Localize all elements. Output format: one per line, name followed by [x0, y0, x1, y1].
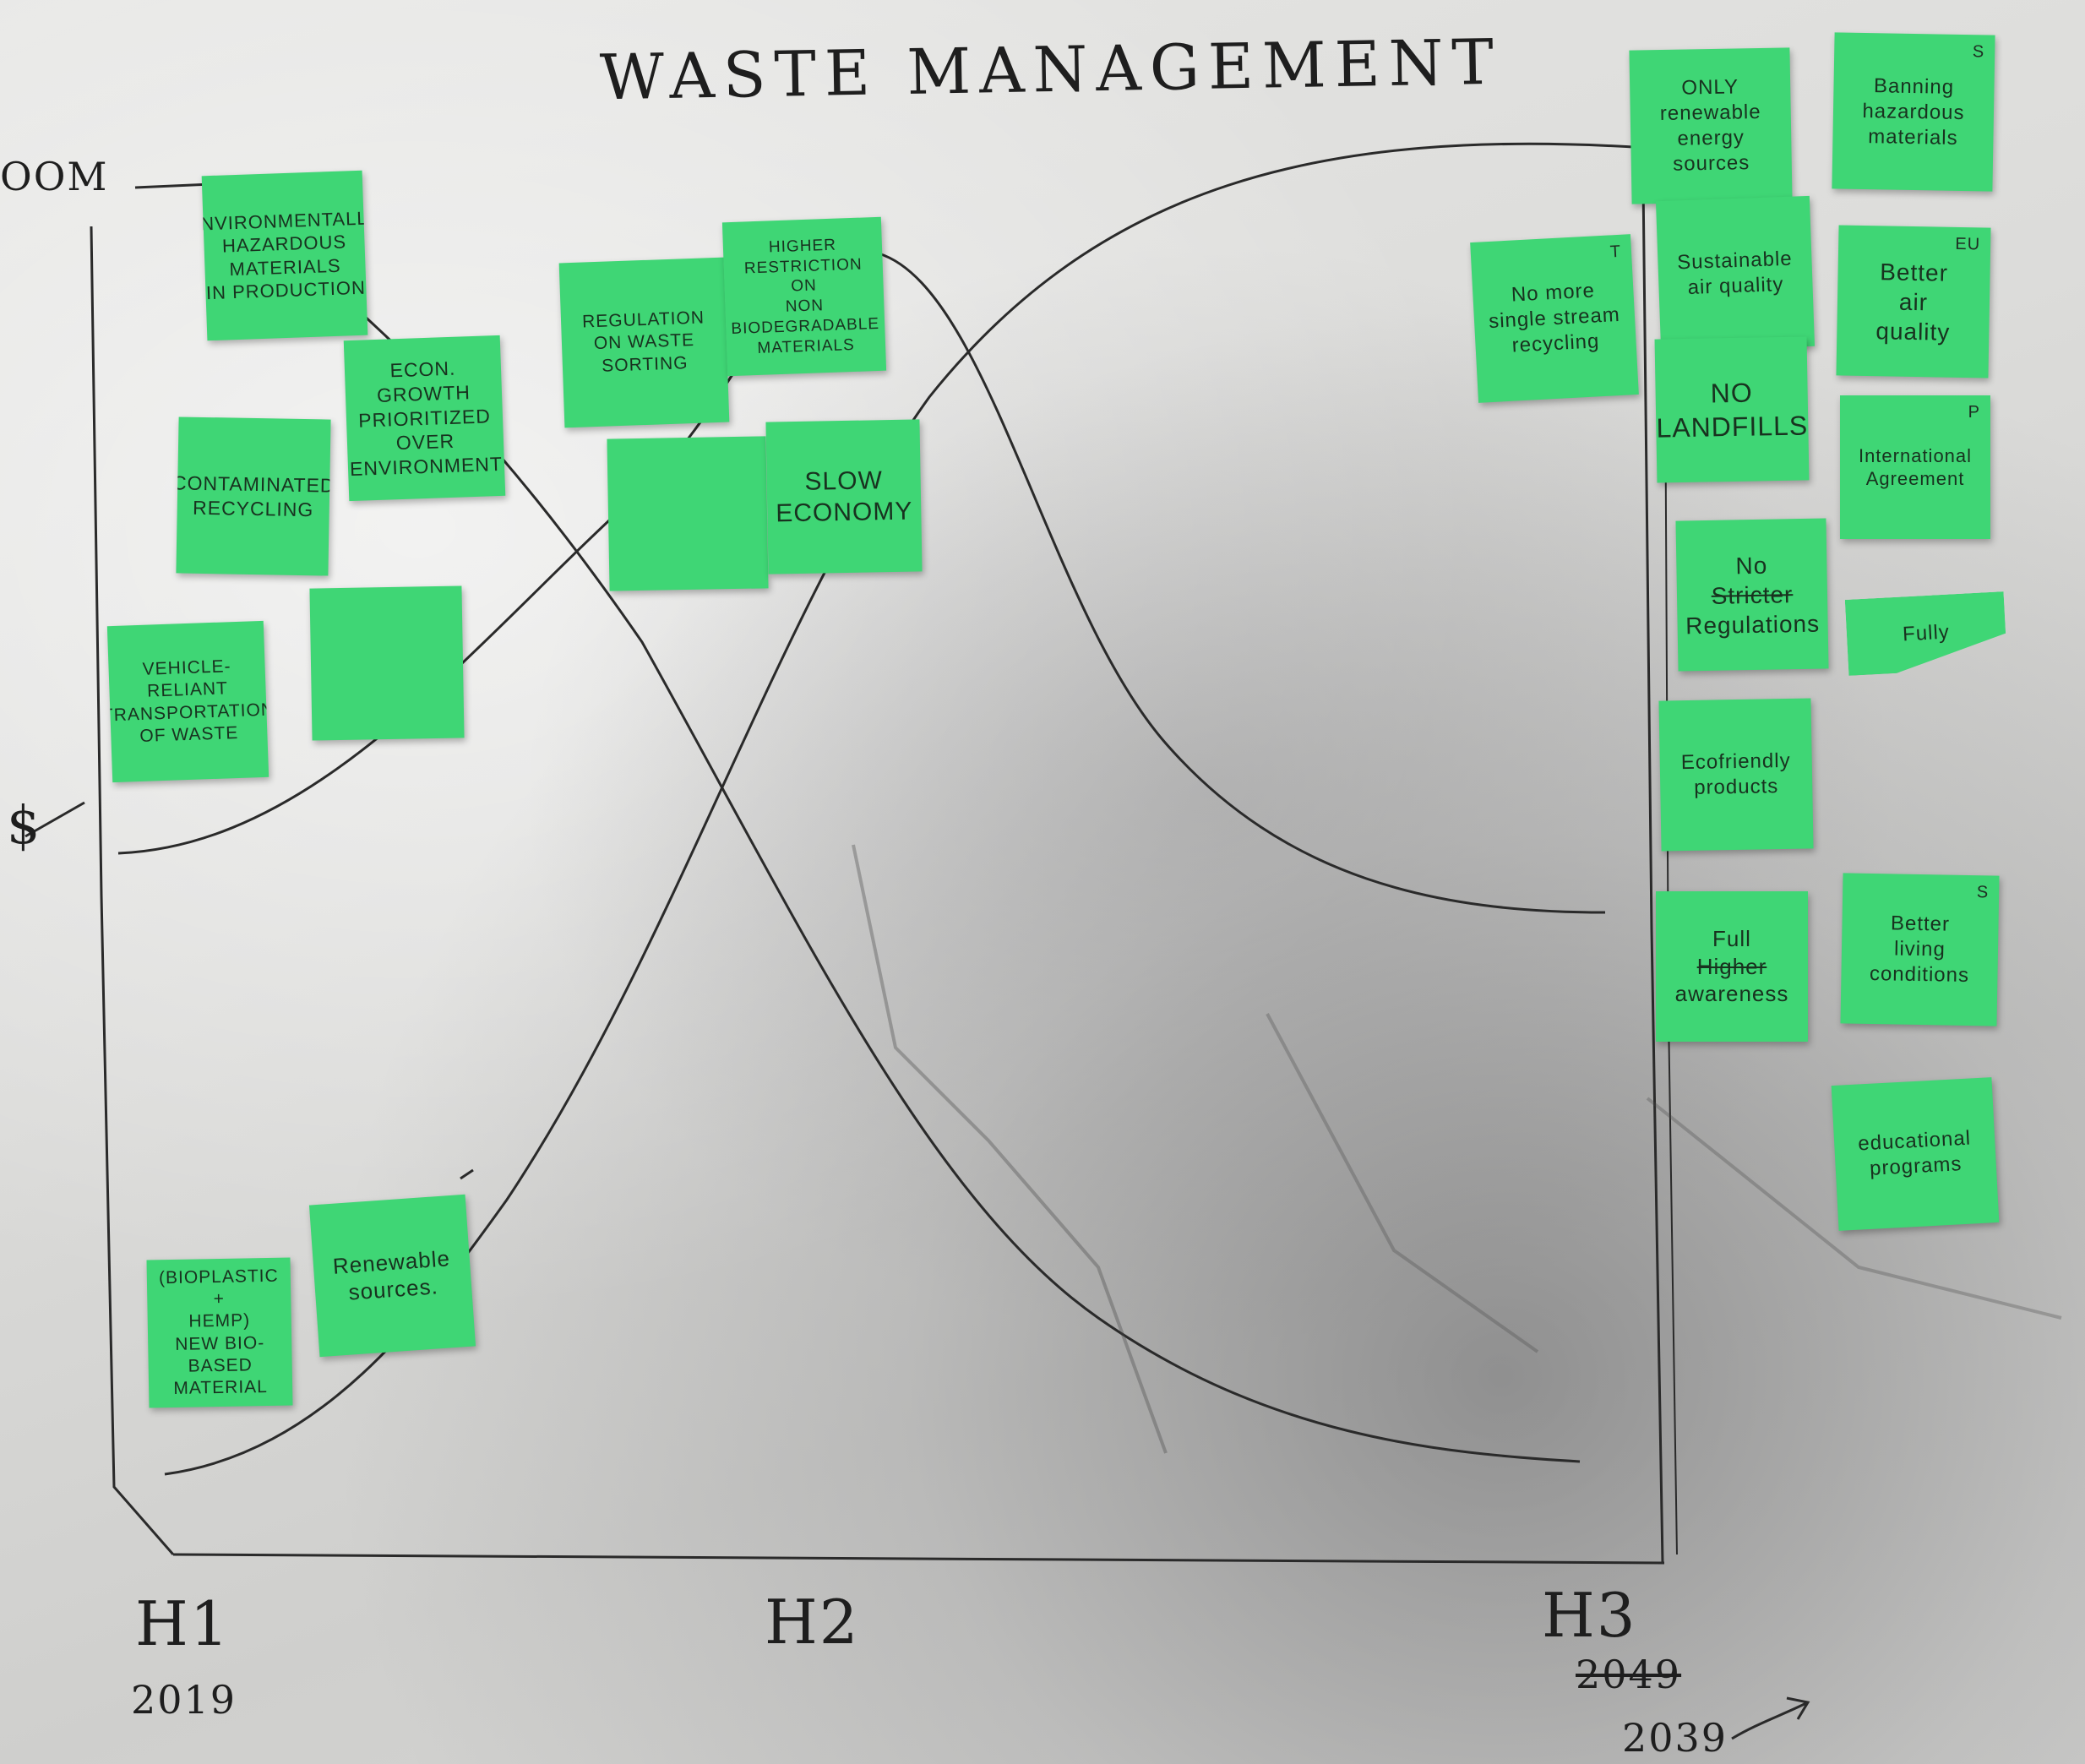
sticky-note-text: No more single stream recycling: [1488, 279, 1621, 357]
paper-crease: [1266, 1013, 1539, 1353]
sticky-corner-mark: S: [1976, 883, 1990, 902]
horizon-1-label: H1: [135, 1588, 231, 1659]
frame-right-axis: [1641, 181, 1664, 1564]
sticky-note: VEHICLE- RELIANT TRANSPORTATION OF WASTE: [106, 620, 269, 783]
sticky-corner-mark: P: [1968, 403, 1980, 422]
sticky-note: Renewable sources.: [308, 1194, 476, 1358]
sticky-note-blank: [607, 436, 769, 591]
paper-crease: [852, 844, 1168, 1454]
sticky-note-blank: [309, 585, 465, 741]
sticky-note-text: No: [1735, 552, 1768, 579]
sticky-note: CONTAMINATED RECYCLING: [176, 416, 331, 576]
frame-left-axis: [90, 226, 175, 1555]
sticky-note: (BIOPLASTIC + HEMP) NEW BIO-BASED MATERI…: [146, 1257, 293, 1408]
horizon-2-label: H2: [765, 1587, 860, 1658]
sticky-note-text: Full: [1712, 926, 1751, 952]
frame-bottom-axis: [172, 1553, 1665, 1565]
sticky-note: No Stricter Regulations: [1675, 518, 1829, 672]
y-axis-top-label: OOM: [0, 154, 109, 199]
sticky-note: educational programs: [1831, 1077, 2000, 1231]
sticky-note: ONLY renewable energy sources: [1629, 47, 1793, 204]
horizon-3-label: H3: [1542, 1580, 1637, 1651]
sticky-note: Banning hazardous materials S: [1832, 32, 1995, 192]
sticky-note-text: International Agreement: [1858, 444, 1973, 490]
sticky-note: Ecofriendly products: [1658, 698, 1814, 852]
sticky-note: NO LANDFILLS: [1654, 336, 1810, 483]
end-year-crossed-label: 2049: [1576, 1652, 1682, 1697]
sticky-note-text: Banning hazardous materials: [1862, 74, 1965, 150]
sticky-note: International Agreement P: [1840, 395, 1990, 539]
sticky-note-text: Better air quality: [1875, 258, 1951, 346]
sticky-note: Full Higher awareness: [1656, 891, 1808, 1042]
y-mid-tick: [24, 801, 85, 838]
paper-crease: [1646, 1097, 2062, 1320]
sticky-note: Sustainable air quality: [1655, 195, 1816, 352]
sticky-note-text: Regulations: [1685, 610, 1821, 639]
sticky-corner-mark: T: [1609, 242, 1622, 262]
sticky-note-struck-text: Higher: [1696, 953, 1767, 979]
sticky-note-text: Better living conditions: [1869, 912, 1970, 988]
sticky-note: ENVIRONMENTALLY HAZARDOUS MATERIALS IN P…: [201, 170, 368, 341]
end-year-label: 2039: [1622, 1715, 1728, 1761]
sticky-note: SLOW ECONOMY: [765, 419, 923, 574]
sticky-corner-mark: EU: [1955, 234, 1981, 254]
end-arrow: [1731, 1696, 1810, 1740]
y-axis-money-label: $: [7, 794, 42, 856]
sticky-note-text: awareness: [1674, 981, 1789, 1007]
sticky-note: No more single stream recycling T: [1470, 234, 1639, 403]
y-top-tick: [134, 182, 212, 189]
start-year-label: 2019: [131, 1677, 237, 1723]
extra-stroke: [460, 1168, 474, 1180]
sticky-corner-mark: S: [1972, 42, 1985, 62]
sticky-note: HIGHER RESTRICTION ON NON BIODEGRADABLE …: [721, 216, 887, 377]
sticky-note: REGULATION ON WASTE SORTING: [558, 257, 730, 428]
sticky-note: Better living conditions S: [1840, 873, 2000, 1026]
sticky-note: ECON. GROWTH PRIORITIZED OVER ENVIRONMEN…: [343, 335, 506, 502]
sticky-note-struck-text: Stricter: [1711, 580, 1794, 609]
sticky-note: Better air quality EU: [1836, 225, 1991, 378]
